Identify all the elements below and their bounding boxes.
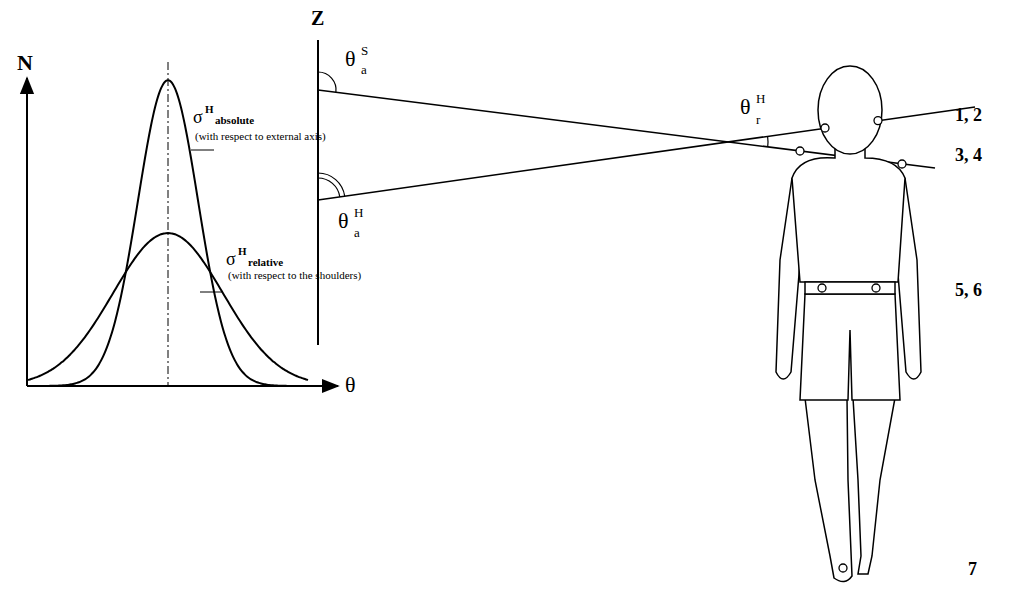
subscript: relative: [248, 257, 283, 268]
marker-dots: [796, 117, 906, 572]
subscript: r: [756, 113, 760, 126]
subscript: a: [354, 226, 360, 239]
center-line: [168, 62, 169, 386]
superscript: H: [354, 206, 363, 219]
axis-label: Z: [311, 8, 324, 28]
callout-number: 7: [968, 560, 977, 578]
greek-symbol: θ: [345, 48, 356, 70]
angle-arc: [318, 72, 336, 92]
curve-note: (with respect to external axis): [195, 131, 326, 142]
person-figure: [776, 66, 921, 582]
subscript: absolute: [215, 115, 254, 126]
gaussian-curves: [28, 80, 308, 386]
vertical-axis: [317, 40, 319, 345]
greek-symbol: θ: [740, 96, 751, 118]
angle-arc: [767, 136, 769, 147]
superscript: S: [361, 44, 368, 57]
callout-number: 1, 2: [955, 106, 982, 124]
sigma-marker: [200, 292, 222, 293]
angle-arc: [318, 173, 345, 196]
curve-note: (with respect to the shoulders): [228, 270, 361, 281]
subscript: a: [361, 63, 367, 76]
superscript: H: [238, 246, 247, 257]
sigma-marker: [191, 150, 214, 151]
greek-symbol: σ: [226, 250, 236, 268]
axis-label: θ: [345, 374, 356, 396]
gaussian-curve: [28, 233, 308, 380]
y-axis: [26, 78, 28, 386]
superscript: H: [756, 92, 765, 105]
greek-symbol: σ: [193, 108, 203, 126]
axis-label: N: [17, 52, 33, 74]
callout-number: 5, 6: [955, 281, 982, 299]
greek-symbol: θ: [338, 210, 349, 232]
superscript: H: [205, 104, 214, 115]
callout-number: 3, 4: [955, 146, 982, 164]
